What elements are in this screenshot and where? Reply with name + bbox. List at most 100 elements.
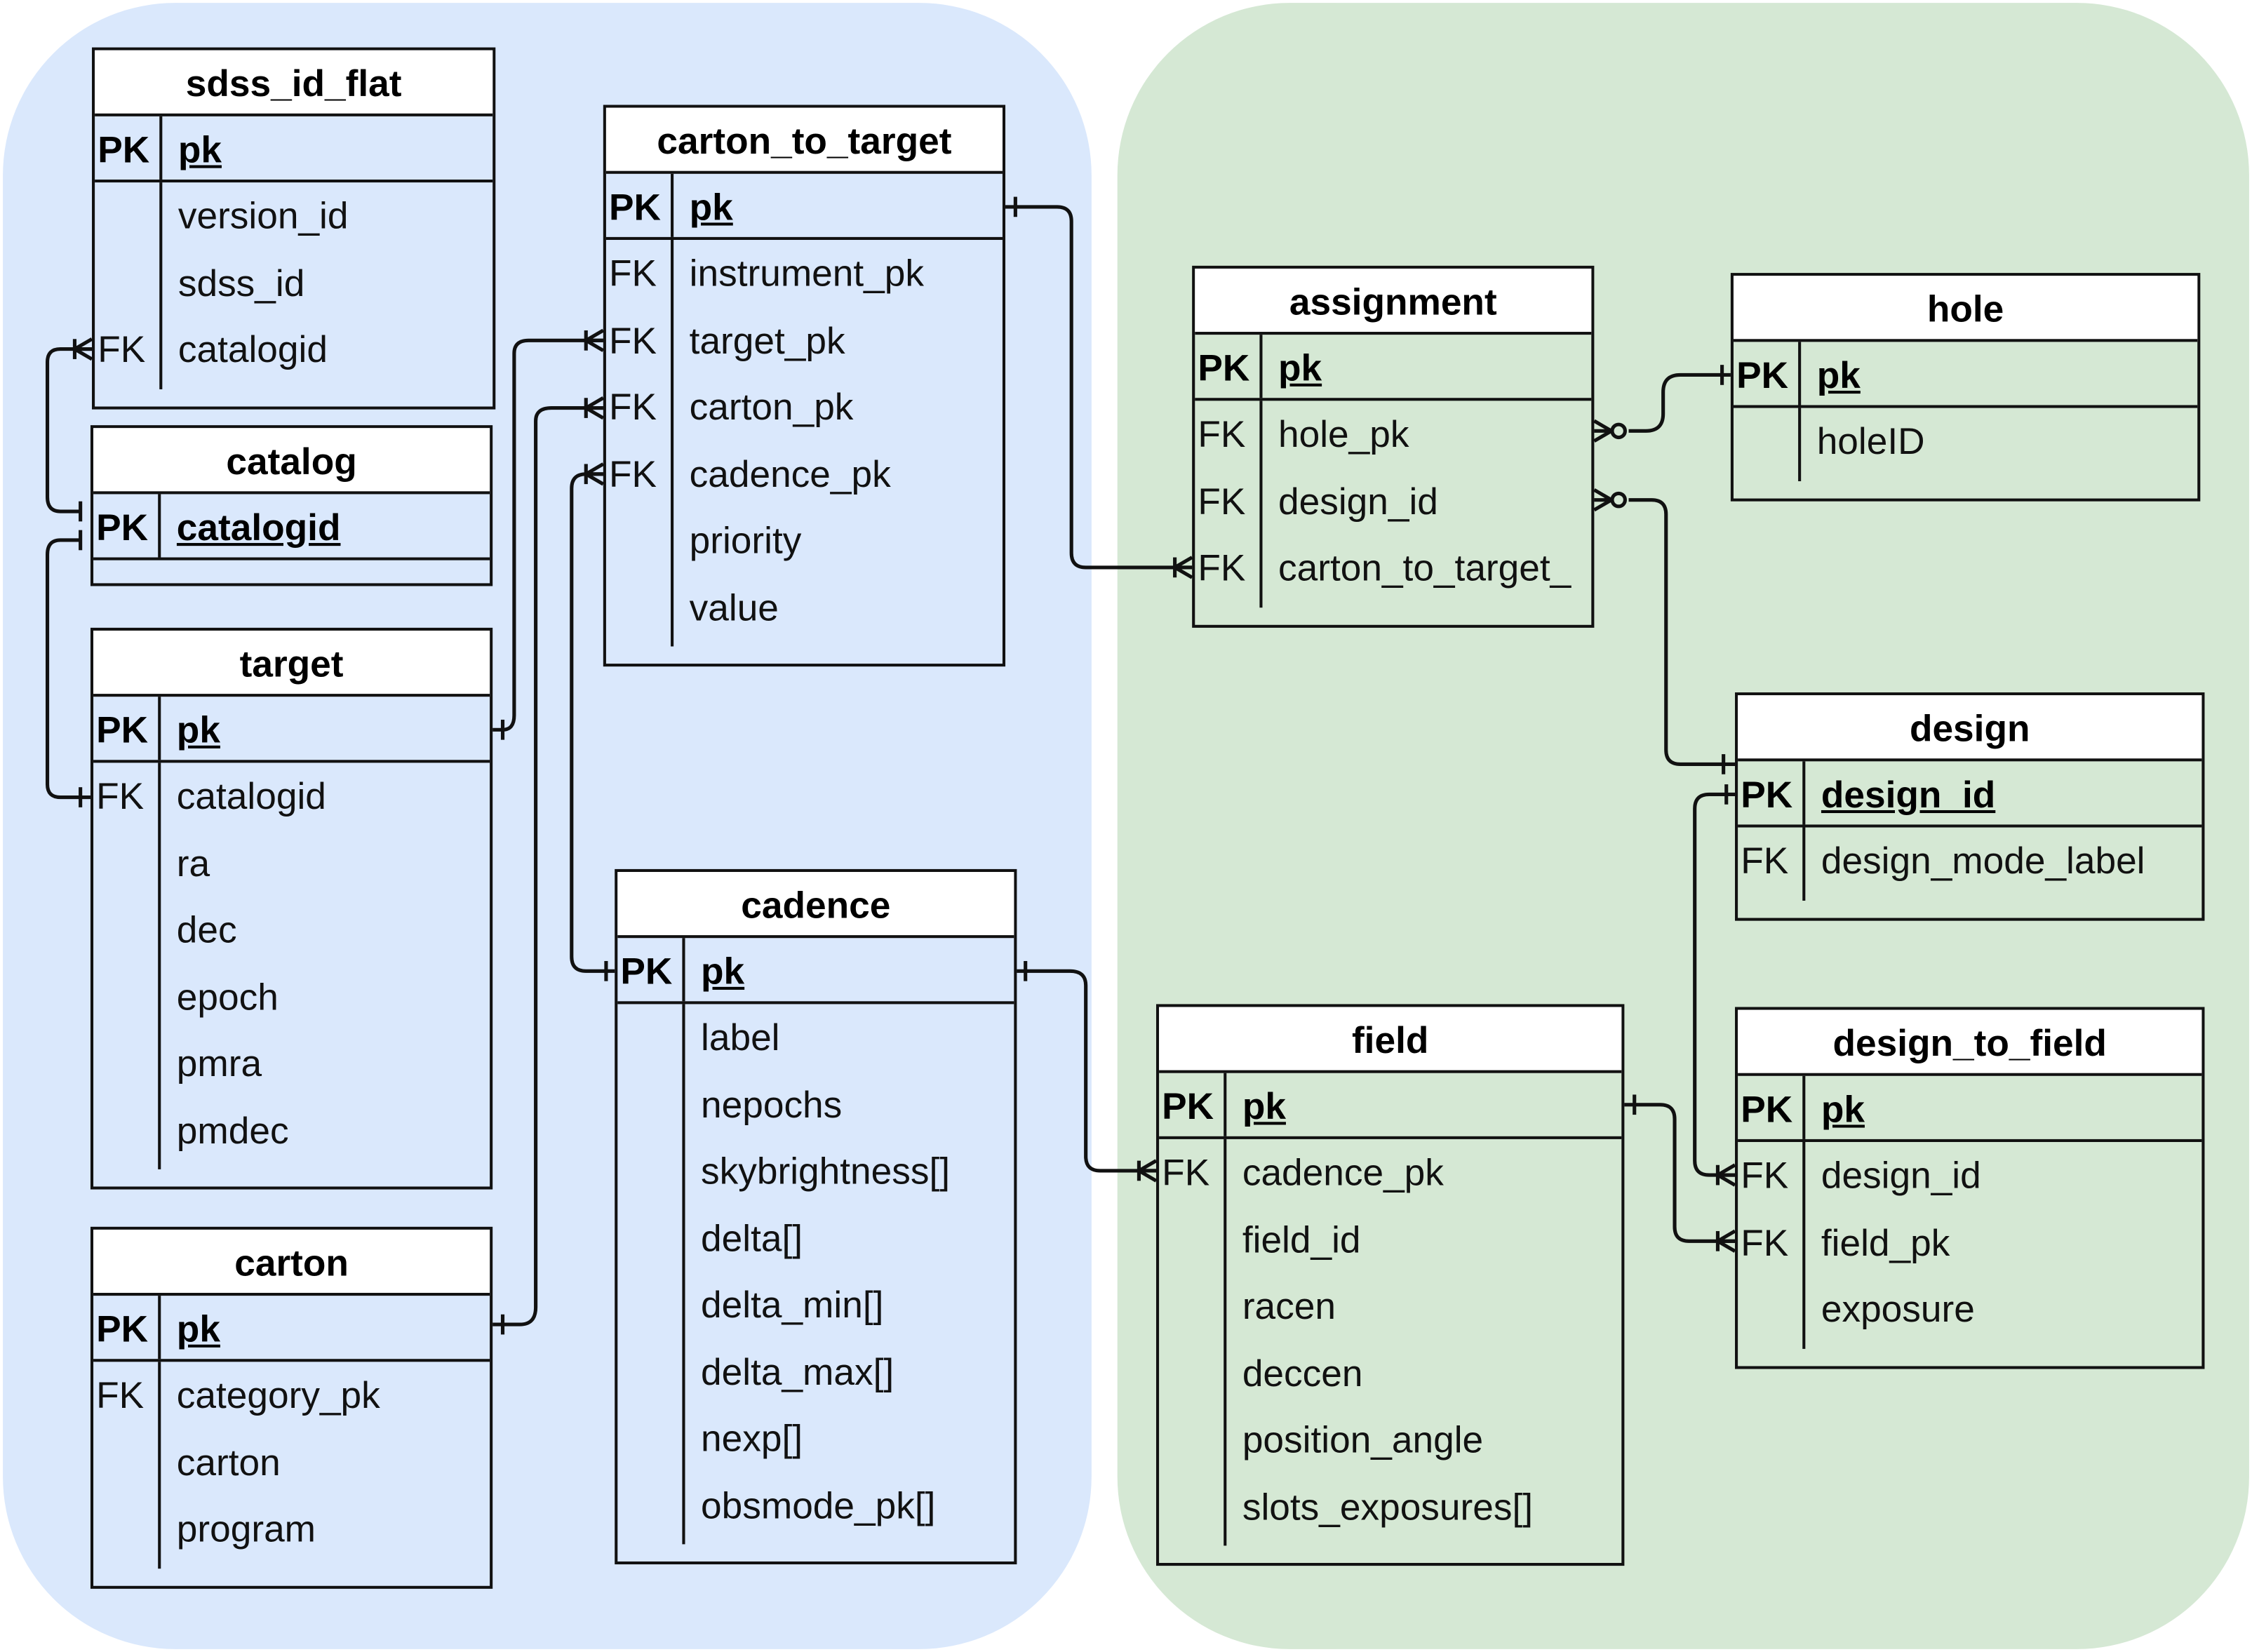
key-type-label	[98, 249, 158, 316]
column-name: design_id	[1278, 478, 1438, 523]
table-row[interactable]: field_id	[1159, 1206, 1621, 1272]
column-name: design_mode_label	[1821, 838, 2145, 882]
key-type-label	[620, 1138, 681, 1204]
column-name: delta_min[]	[701, 1282, 884, 1327]
table-title: design	[1738, 695, 2202, 762]
column-name: nepochs	[701, 1082, 843, 1126]
table-title: carton	[93, 1229, 490, 1296]
column-name: pk	[177, 128, 222, 171]
table-title: assignment	[1195, 268, 1592, 335]
key-type-label: PK	[98, 128, 150, 171]
table-row[interactable]: deccen	[1159, 1340, 1621, 1406]
table-row[interactable]: slots_exposures[]	[1159, 1473, 1621, 1540]
column-name: pk	[1821, 1087, 1865, 1131]
key-type-label: PK	[1162, 1084, 1214, 1128]
table-row[interactable]: delta[]	[617, 1204, 1014, 1271]
table-row[interactable]: delta_max[]	[617, 1338, 1014, 1405]
column-divider	[682, 938, 685, 1002]
primary-key-row[interactable]: PK pk	[95, 116, 493, 183]
table-row[interactable]: program	[93, 1496, 490, 1562]
key-type-label: FK	[609, 318, 657, 362]
table-row[interactable]: priority	[606, 507, 1003, 574]
table-row[interactable]: pmdec	[93, 1096, 490, 1163]
table-row[interactable]: sdss_id	[95, 249, 492, 316]
table-row[interactable]: nexp[]	[617, 1405, 1014, 1472]
table-row[interactable]: FK hole_pk	[1195, 401, 1591, 467]
table-row[interactable]: version_id	[95, 182, 492, 249]
table-body: label nepochs skybrightness[]delta[] delta_…	[617, 1004, 1014, 1562]
column-name-wrapper: pk	[1278, 335, 1591, 398]
column-divider	[1802, 1142, 1806, 1348]
key-type-label: PK	[620, 949, 673, 993]
column-name: catalogid	[177, 327, 328, 371]
column-name: obsmode_pk[]	[701, 1483, 936, 1526]
column-name: holeID	[1816, 419, 1925, 463]
column-divider	[1259, 335, 1263, 398]
table-row[interactable]: value	[606, 574, 1003, 640]
column-divider	[1259, 401, 1263, 607]
table-row[interactable]: label	[617, 1004, 1014, 1070]
key-type-label: FK	[1198, 412, 1246, 456]
table-row[interactable]: obsmode_pk[]	[617, 1472, 1014, 1538]
column-name: position_angle	[1242, 1418, 1484, 1461]
table-row[interactable]: nepochs	[617, 1071, 1014, 1138]
column-name: pk	[1816, 353, 1861, 397]
primary-key-row[interactable]: PK pk	[617, 938, 1014, 1005]
key-type-label: PK	[96, 708, 149, 751]
column-name: hole_pk	[1278, 412, 1409, 456]
table-row[interactable]: delta_min[]	[617, 1271, 1014, 1338]
table-row[interactable]: dec	[93, 896, 490, 963]
key-type-label: FK	[1198, 546, 1246, 589]
column-name: pk	[689, 185, 733, 229]
column-divider	[1802, 827, 1806, 900]
table-row[interactable]: carton	[93, 1429, 490, 1496]
table-row[interactable]: epoch	[93, 963, 490, 1030]
table-row[interactable]: skybrightness[]	[617, 1138, 1014, 1204]
column-name-wrapper: pk	[701, 938, 1014, 1001]
key-type-label: PK	[1741, 772, 1793, 817]
table-row[interactable]: holeID	[1734, 408, 2197, 475]
table-row[interactable]: exposure	[1738, 1275, 2201, 1342]
table-row[interactable]: racen	[1159, 1272, 1621, 1339]
table-row[interactable]: ra	[93, 830, 490, 896]
table-row[interactable]: position_angle	[1159, 1406, 1621, 1473]
key-type-label	[620, 1204, 681, 1271]
table-row[interactable]: pmra	[93, 1030, 490, 1096]
column-divider	[1224, 1073, 1227, 1136]
